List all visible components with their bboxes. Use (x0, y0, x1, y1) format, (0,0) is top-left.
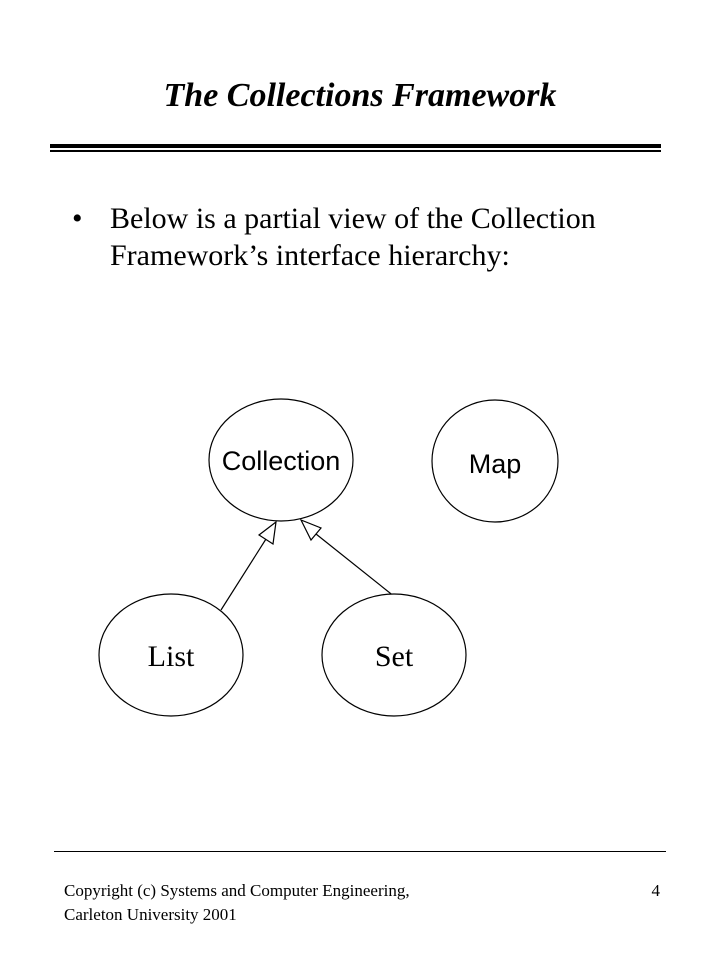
inherit-arrow-list-icon (257, 520, 277, 546)
bullet-text: Below is a partial view of the Collectio… (110, 202, 596, 272)
node-list-label: List (148, 640, 195, 673)
title-divider-thick (50, 144, 661, 148)
page-number: 4 (651, 881, 661, 900)
inherit-arrow-set-icon (299, 518, 322, 542)
bullet-dot-icon: • (72, 202, 83, 235)
footer-copyright: Copyright (c) Systems and Computer Engin… (64, 879, 410, 927)
title-divider-thin (50, 150, 661, 152)
footer-copyright-line2: Carleton University 2001 (64, 905, 237, 924)
footer-copyright-line1: Copyright (c) Systems and Computer Engin… (64, 881, 410, 900)
node-collection (208, 398, 354, 522)
node-list (98, 593, 244, 717)
edge-set-to-collection (315, 533, 396, 598)
node-map (431, 399, 559, 523)
footer-divider (54, 851, 666, 852)
slide-title: The Collections Framework (163, 77, 557, 114)
node-collection-label: Collection (222, 446, 341, 476)
node-set (321, 593, 467, 717)
node-set-label: Set (375, 640, 414, 673)
edge-list-to-collection (220, 538, 267, 611)
node-map-label: Map (469, 449, 522, 479)
